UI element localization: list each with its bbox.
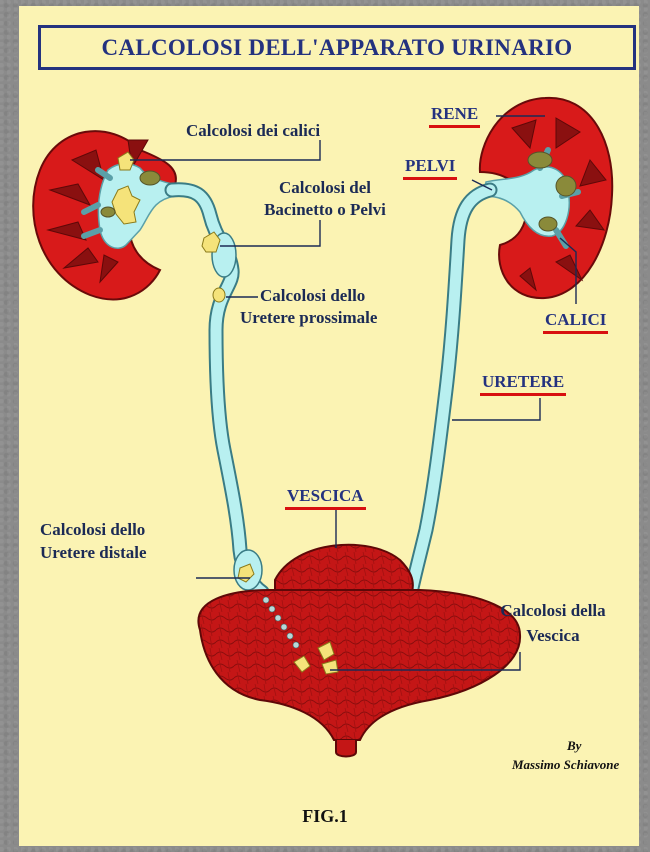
right-kidney bbox=[480, 98, 612, 298]
key-pelvi: PELVI bbox=[405, 156, 455, 176]
label-calcolosi-prossimale-line1: Calcolosi dello bbox=[260, 286, 365, 306]
author-name: Massimo Schiavone bbox=[512, 757, 619, 773]
key-pelvi-underline bbox=[403, 177, 457, 180]
key-pelvi-text: PELVI bbox=[405, 156, 455, 175]
key-calici-text: CALICI bbox=[545, 310, 606, 329]
label-calcolosi-bacinetto-line1: Calcolosi del bbox=[240, 178, 410, 198]
key-uretere-underline bbox=[480, 393, 566, 396]
key-vescica: VESCICA bbox=[287, 486, 364, 506]
figure-label: FIG.1 bbox=[0, 806, 650, 827]
label-calcolosi-distale-line1: Calcolosi dello bbox=[40, 520, 145, 540]
label-calcolosi-bacinetto-line2: Bacinetto o Pelvi bbox=[240, 200, 410, 220]
key-calici-underline bbox=[543, 331, 608, 334]
key-vescica-underline bbox=[285, 507, 366, 510]
author-by: By bbox=[567, 738, 581, 754]
key-vescica-text: VESCICA bbox=[287, 486, 364, 505]
label-calcolosi-vescica-line2: Vescica bbox=[478, 626, 628, 646]
key-uretere: URETERE bbox=[482, 372, 564, 392]
key-uretere-text: URETERE bbox=[482, 372, 564, 391]
label-calcolosi-prossimale-line2: Uretere prossimale bbox=[240, 308, 377, 328]
label-calcolosi-calici: Calcolosi dei calici bbox=[186, 121, 320, 141]
key-rene: RENE bbox=[431, 104, 478, 124]
key-calici: CALICI bbox=[545, 310, 606, 330]
label-calcolosi-vescica-line1: Calcolosi della bbox=[478, 601, 628, 621]
label-calcolosi-distale-line2: Uretere distale bbox=[40, 543, 147, 563]
key-rene-text: RENE bbox=[431, 104, 478, 123]
key-rene-underline bbox=[429, 125, 480, 128]
